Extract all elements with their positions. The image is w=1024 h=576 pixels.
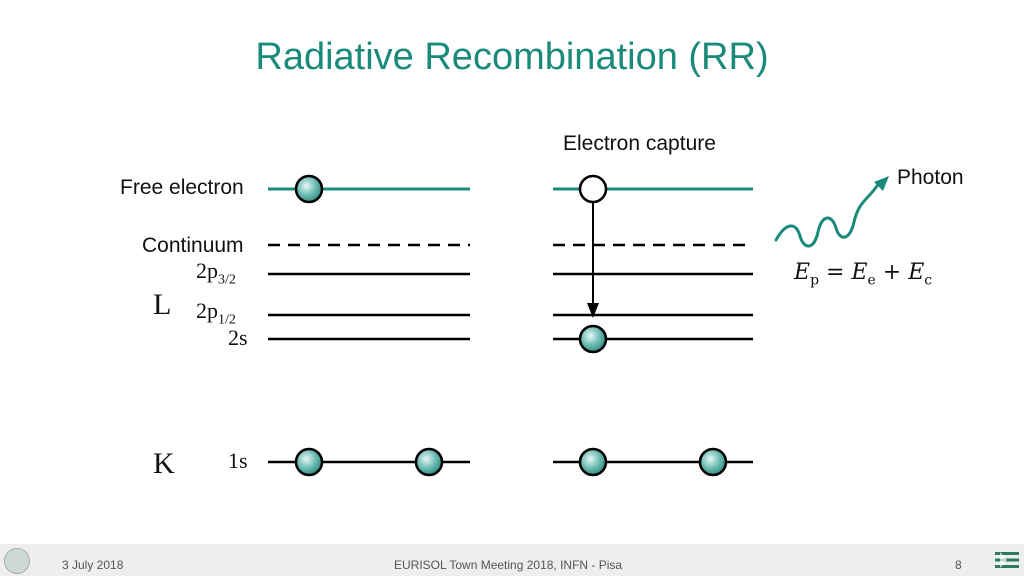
eq-plus: + xyxy=(875,260,909,285)
eq-equals: = xyxy=(819,260,852,285)
eq-term2-symbol: E xyxy=(908,260,925,285)
orbital-1s-label: 1s xyxy=(228,448,248,473)
infn-logo-icon xyxy=(995,552,1019,568)
institute-logo-icon xyxy=(4,548,30,574)
slide-title: Radiative Recombination (RR) xyxy=(255,36,769,78)
capture-arrow-head xyxy=(587,303,599,318)
continuum-label: Continuum xyxy=(142,234,244,257)
orbital-2p32-sub: 3/2 xyxy=(218,272,236,288)
photon-label: Photon xyxy=(897,166,964,189)
footer-date: 3 July 2018 xyxy=(62,558,124,572)
right-2s-electron xyxy=(578,324,608,354)
photon-arrow-head xyxy=(874,176,889,191)
right-vacancy-circle xyxy=(578,174,608,204)
left-1s-electron-1 xyxy=(294,447,324,477)
left-free-electron xyxy=(294,174,324,204)
electron-capture-label: Electron capture xyxy=(563,132,716,155)
slide-footer: 3 July 2018 EURISOL Town Meeting 2018, I… xyxy=(0,544,1024,576)
shell-l-label: L xyxy=(153,288,172,321)
eq-term1-sub: e xyxy=(867,272,876,289)
shell-k-label: K xyxy=(153,447,175,480)
photon-wave xyxy=(774,180,882,248)
orbital-2p12-sub: 1/2 xyxy=(218,312,236,328)
orbital-2p12-main: 2p xyxy=(196,298,218,323)
orbital-2p12-label: 2p1/2 xyxy=(196,298,236,328)
eq-lhs-symbol: E xyxy=(794,260,811,285)
energy-equation: Ep = Ee + Ec xyxy=(794,260,932,288)
right-1s-electron-1 xyxy=(578,447,608,477)
orbital-2s-label: 2s xyxy=(228,325,248,350)
free-electron-label: Free electron xyxy=(120,176,244,199)
orbital-2p32-label: 2p3/2 xyxy=(196,258,236,288)
footer-page-number: 8 xyxy=(955,558,962,572)
orbital-2p32-main: 2p xyxy=(196,258,218,283)
footer-event: EURISOL Town Meeting 2018, INFN - Pisa xyxy=(394,558,623,572)
eq-lhs-sub: p xyxy=(810,272,820,289)
eq-term1-symbol: E xyxy=(851,260,868,285)
right-1s-electron-2 xyxy=(698,447,728,477)
left-1s-electron-2 xyxy=(414,447,444,477)
eq-term2-sub: c xyxy=(924,272,933,289)
